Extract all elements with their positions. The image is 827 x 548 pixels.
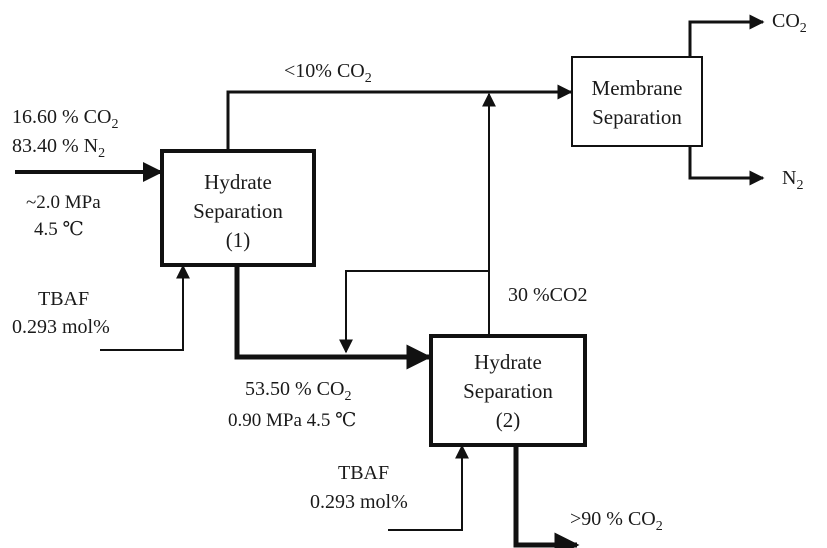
membrane-separation-box: Membrane Separation (571, 56, 703, 147)
hydrate1-label-line2: Separation (193, 199, 283, 223)
tbaf1-name-label: TBAF (38, 288, 89, 310)
feed-pressure-label: ~2.0 MPa (26, 192, 101, 213)
intermediate-co2-label: 53.50 % CO2 (245, 378, 351, 404)
feed-co2-label: 16.60 % CO2 (12, 106, 118, 132)
hydrate2-label-line3: (2) (496, 408, 521, 432)
intermediate-conditions-label: 0.90 MPa 4.5 ℃ (228, 410, 356, 431)
tbaf2-feed-line (388, 446, 462, 531)
recycle-stream-label: 30 %CO2 (508, 284, 587, 306)
tbaf1-concentration-label: 0.293 mol% (12, 316, 110, 338)
membrane-co2-outlet-line (688, 22, 763, 57)
tbaf1-feed-line (100, 266, 183, 351)
hydrate1-label-line1: Hydrate (204, 170, 272, 194)
hydrate2-label-line1: Hydrate (474, 350, 542, 374)
hydrate-separation-1-box: Hydrate Separation (1) (160, 149, 316, 267)
membrane-n2-output-label: N2 (782, 167, 803, 193)
product-co2-label: >90 % CO2 (570, 508, 663, 534)
hydrate1-label-line3: (1) (226, 228, 251, 252)
tbaf2-concentration-label: 0.293 mol% (310, 491, 408, 513)
tbaf2-name-label: TBAF (338, 462, 389, 484)
membrane-co2-output-label: CO2 (772, 10, 807, 36)
hydrate-separation-2-box: Hydrate Separation (2) (429, 334, 587, 447)
product-outlet-line (513, 445, 577, 545)
membrane-n2-outlet-line (688, 146, 763, 178)
top-stream-label: <10% CO2 (284, 60, 372, 86)
membrane-label-line2: Separation (592, 105, 682, 129)
hydrate1-to-membrane-line (226, 92, 571, 151)
feed-temperature-label: 4.5 ℃ (34, 219, 84, 240)
hydrate1-to-hydrate2-line (234, 265, 429, 357)
feed-n2-label: 83.40 % N2 (12, 135, 105, 161)
hydrate2-label-line2: Separation (463, 379, 553, 403)
membrane-label-line1: Membrane (592, 76, 683, 100)
recycle-loop-line (346, 270, 489, 352)
